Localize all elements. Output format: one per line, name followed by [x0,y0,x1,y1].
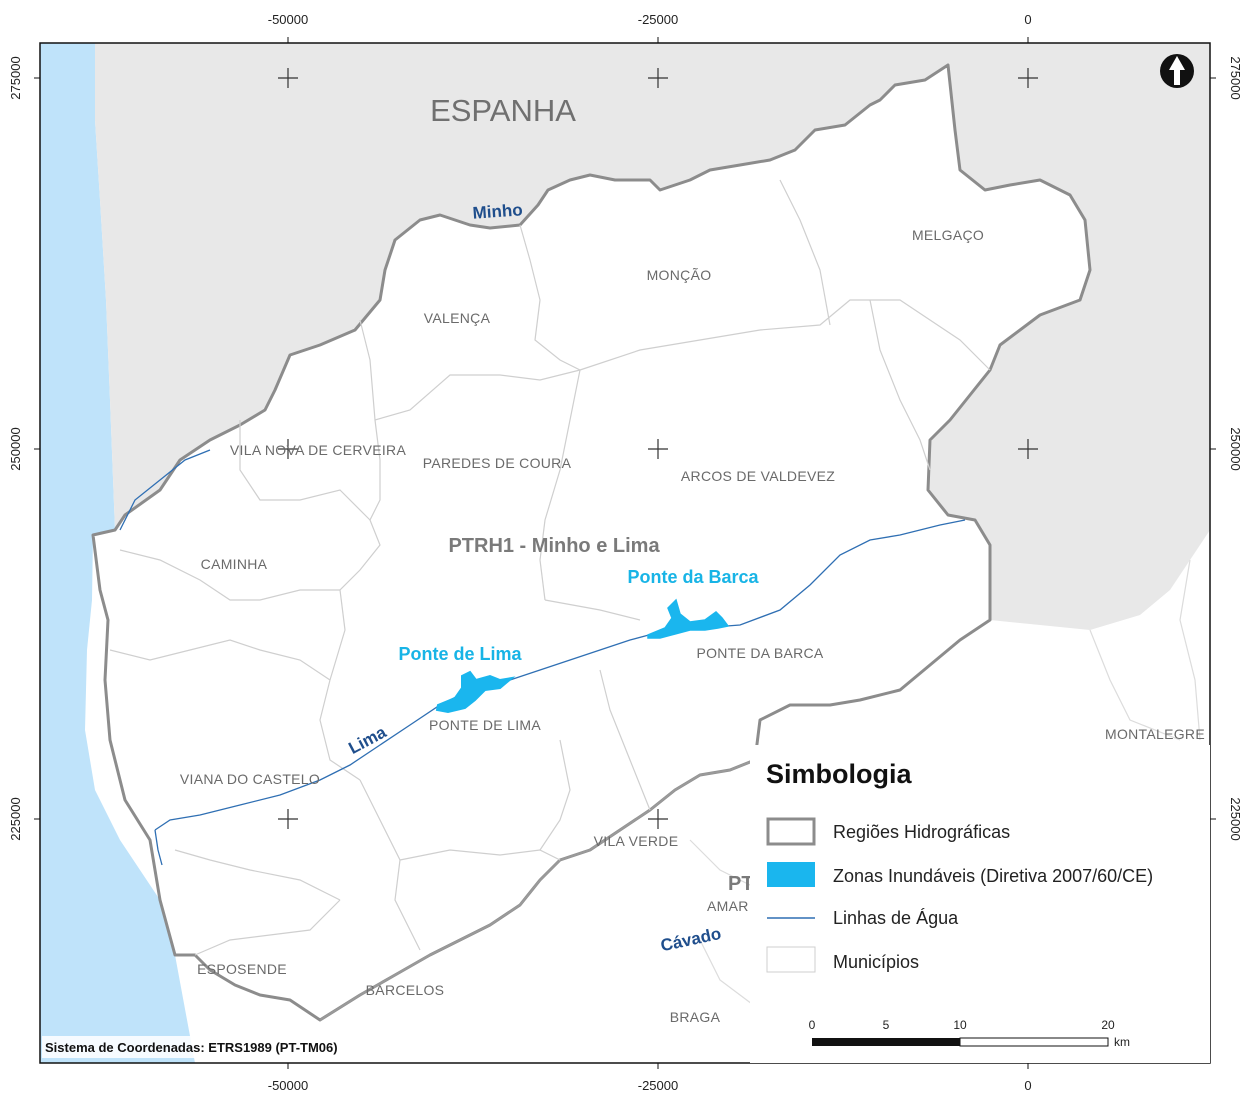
municipality-labels: MELGAÇO MONÇÃO VALENÇA VILA NOVA DE CERV… [180,227,1205,1025]
municipality-label: VILA NOVA DE CERVEIRA [230,442,407,458]
legend-box [750,745,1210,1063]
legend-title: Simbologia [766,759,912,789]
north-arrow-icon [1160,54,1194,88]
municipality-label: PONTE DA BARCA [696,645,823,661]
river-minho [119,449,211,531]
coord-y-right-1: 275000 [1228,56,1243,99]
river-label-minho: Minho [472,200,523,222]
map-frame [39,42,1211,1064]
coord-y-left-2: 250000 [8,427,23,470]
coord-y-right-3: 225000 [1228,797,1243,840]
municipality-label: ARCOS DE VALDEVEZ [681,468,835,484]
spain-area [95,43,1210,630]
partial-municipality-label: AMAR [707,898,749,914]
crs-label: Sistema de Coordenadas: ETRS1989 (PT-TM0… [45,1040,338,1055]
legend-swatch-regions [766,817,816,846]
legend-item-label: Regiões Hidrográficas [833,822,1010,842]
crs-box [42,1036,382,1058]
grid-crosses [278,68,1038,829]
scale-unit: km [1114,1035,1130,1049]
coordinate-ticks [34,37,1216,1069]
scale-tick-label: 20 [1101,1018,1115,1032]
river-lima-mouth [154,829,163,866]
municipality-label: VIANA DO CASTELO [180,771,320,787]
municipality-label: MONTALEGRE [1105,726,1205,742]
flood-zone-ponte-da-barca [647,598,730,639]
coord-x-bottom-1: -50000 [268,1078,308,1093]
scale-tick-label: 0 [809,1018,816,1032]
municipality-boundaries [109,179,991,956]
municipality-label: VILA VERDE [594,833,679,849]
coord-y-left-3: 225000 [8,797,23,840]
coord-y-left-1: 275000 [8,56,23,99]
coord-labels-left: 275000 250000 225000 [8,56,23,840]
coord-labels-bottom: -50000 -25000 0 [268,1078,1032,1093]
coord-x-top-3: 0 [1024,12,1031,27]
river-lima [154,519,966,831]
municipality-label: MELGAÇO [912,227,984,243]
sea [40,43,195,1063]
legend-item-label: Municípios [833,952,919,972]
municipality-label: BRAGA [670,1009,721,1025]
municipality-label: MONÇÃO [647,267,712,283]
legend: Simbologia Regiões Hidrográficas Zonas I… [750,745,1210,1063]
municipality-label: PAREDES DE COURA [423,455,572,471]
scale-bar: 0 5 10 20 km [809,1018,1130,1049]
scale-tick-label: 10 [953,1018,967,1032]
legend-swatch-municipalities [766,946,816,973]
municipality-label: CAMINHA [201,556,268,572]
partial-region-label: PT [728,873,754,895]
municipality-label: BARCELOS [366,982,445,998]
coord-y-right-2: 250000 [1228,427,1243,470]
municipality-label: ESPOSENDE [197,961,287,977]
region-label: PTRH1 - Minho e Lima [448,535,660,557]
legend-item-label: Zonas Inundáveis (Diretiva 2007/60/CE) [833,866,1153,886]
municipality-label: VALENÇA [424,310,491,326]
legend-swatch-flood [767,862,815,887]
coord-x-bottom-2: -25000 [638,1078,678,1093]
coord-x-top-2: -25000 [638,12,678,27]
coord-labels-top: -50000 -25000 0 [268,12,1032,27]
legend-item-label: Linhas de Água [833,908,959,928]
rivers [119,449,966,866]
flood-label-ponte-da-barca: Ponte da Barca [627,567,759,587]
flood-label-ponte-de-lima: Ponte de Lima [398,644,522,664]
flood-zone-ponte-de-lima [435,670,516,714]
coord-x-bottom-3: 0 [1024,1078,1031,1093]
cavado-region-boundary [319,759,756,1021]
scale-tick-label: 5 [883,1018,890,1032]
country-label: ESPANHA [430,93,576,128]
coord-labels-right: 275000 250000 225000 [1228,56,1243,840]
coord-x-top-1: -50000 [268,12,308,27]
municipality-label: PONTE DE LIMA [429,717,541,733]
flood-zones [435,598,730,714]
